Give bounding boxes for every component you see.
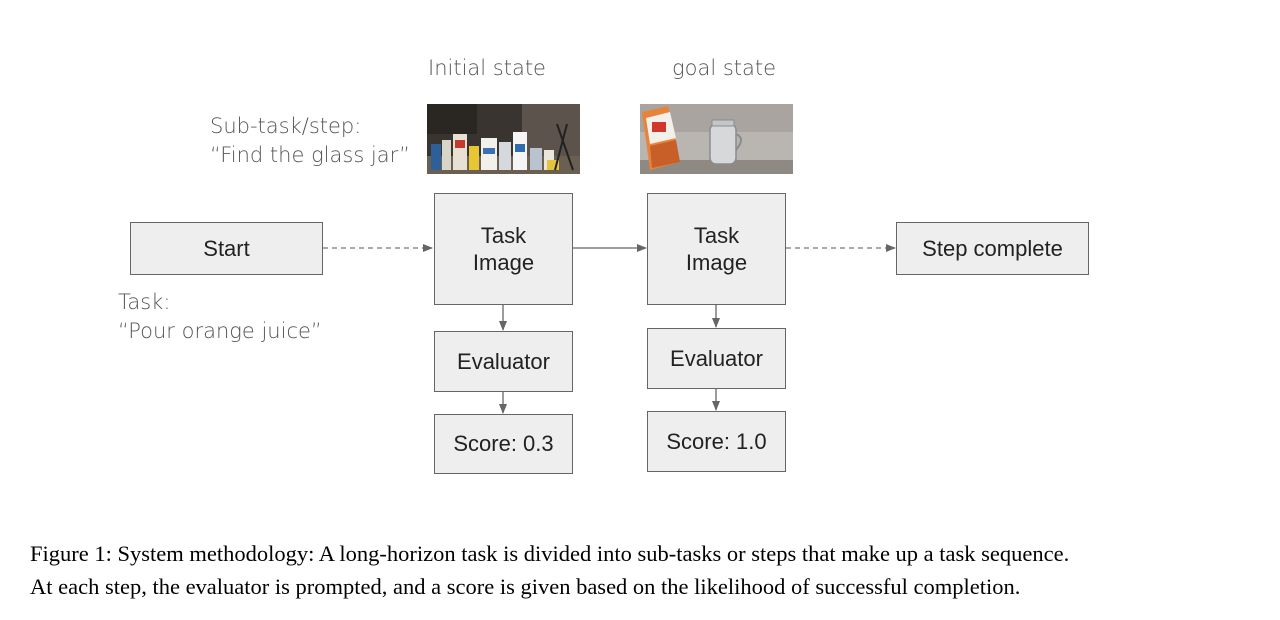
goal-state-photo xyxy=(640,104,793,174)
goal-state-label: goal state xyxy=(672,56,777,80)
task-image-node-2: Task Image xyxy=(647,193,786,305)
caption-line-1: Figure 1: System methodology: A long-hor… xyxy=(30,541,1070,566)
task-value: “Pour orange juice” xyxy=(118,319,322,343)
task-image-node-1: Task Image xyxy=(434,193,573,305)
task-heading: Task: xyxy=(118,290,171,314)
subtask-value: “Find the glass jar” xyxy=(210,143,411,167)
subtask-heading: Sub-task/step: xyxy=(210,114,362,138)
score-node-2: Score: 1.0 xyxy=(647,411,786,472)
initial-state-label: Initial state xyxy=(428,56,546,80)
score-node-1: Score: 0.3 xyxy=(434,414,573,474)
initial-state-photo xyxy=(427,104,580,174)
subtask-label: Sub-task/step: “Find the glass jar” xyxy=(210,112,410,170)
evaluator-node-2: Evaluator xyxy=(647,328,786,389)
start-node: Start xyxy=(130,222,323,275)
figure-caption: Figure 1: System methodology: A long-hor… xyxy=(30,537,1069,603)
task-label: Task: “Pour orange juice” xyxy=(118,288,322,346)
caption-line-2: At each step, the evaluator is prompted,… xyxy=(30,574,1021,599)
step-complete-node: Step complete xyxy=(896,222,1089,275)
evaluator-node-1: Evaluator xyxy=(434,331,573,392)
